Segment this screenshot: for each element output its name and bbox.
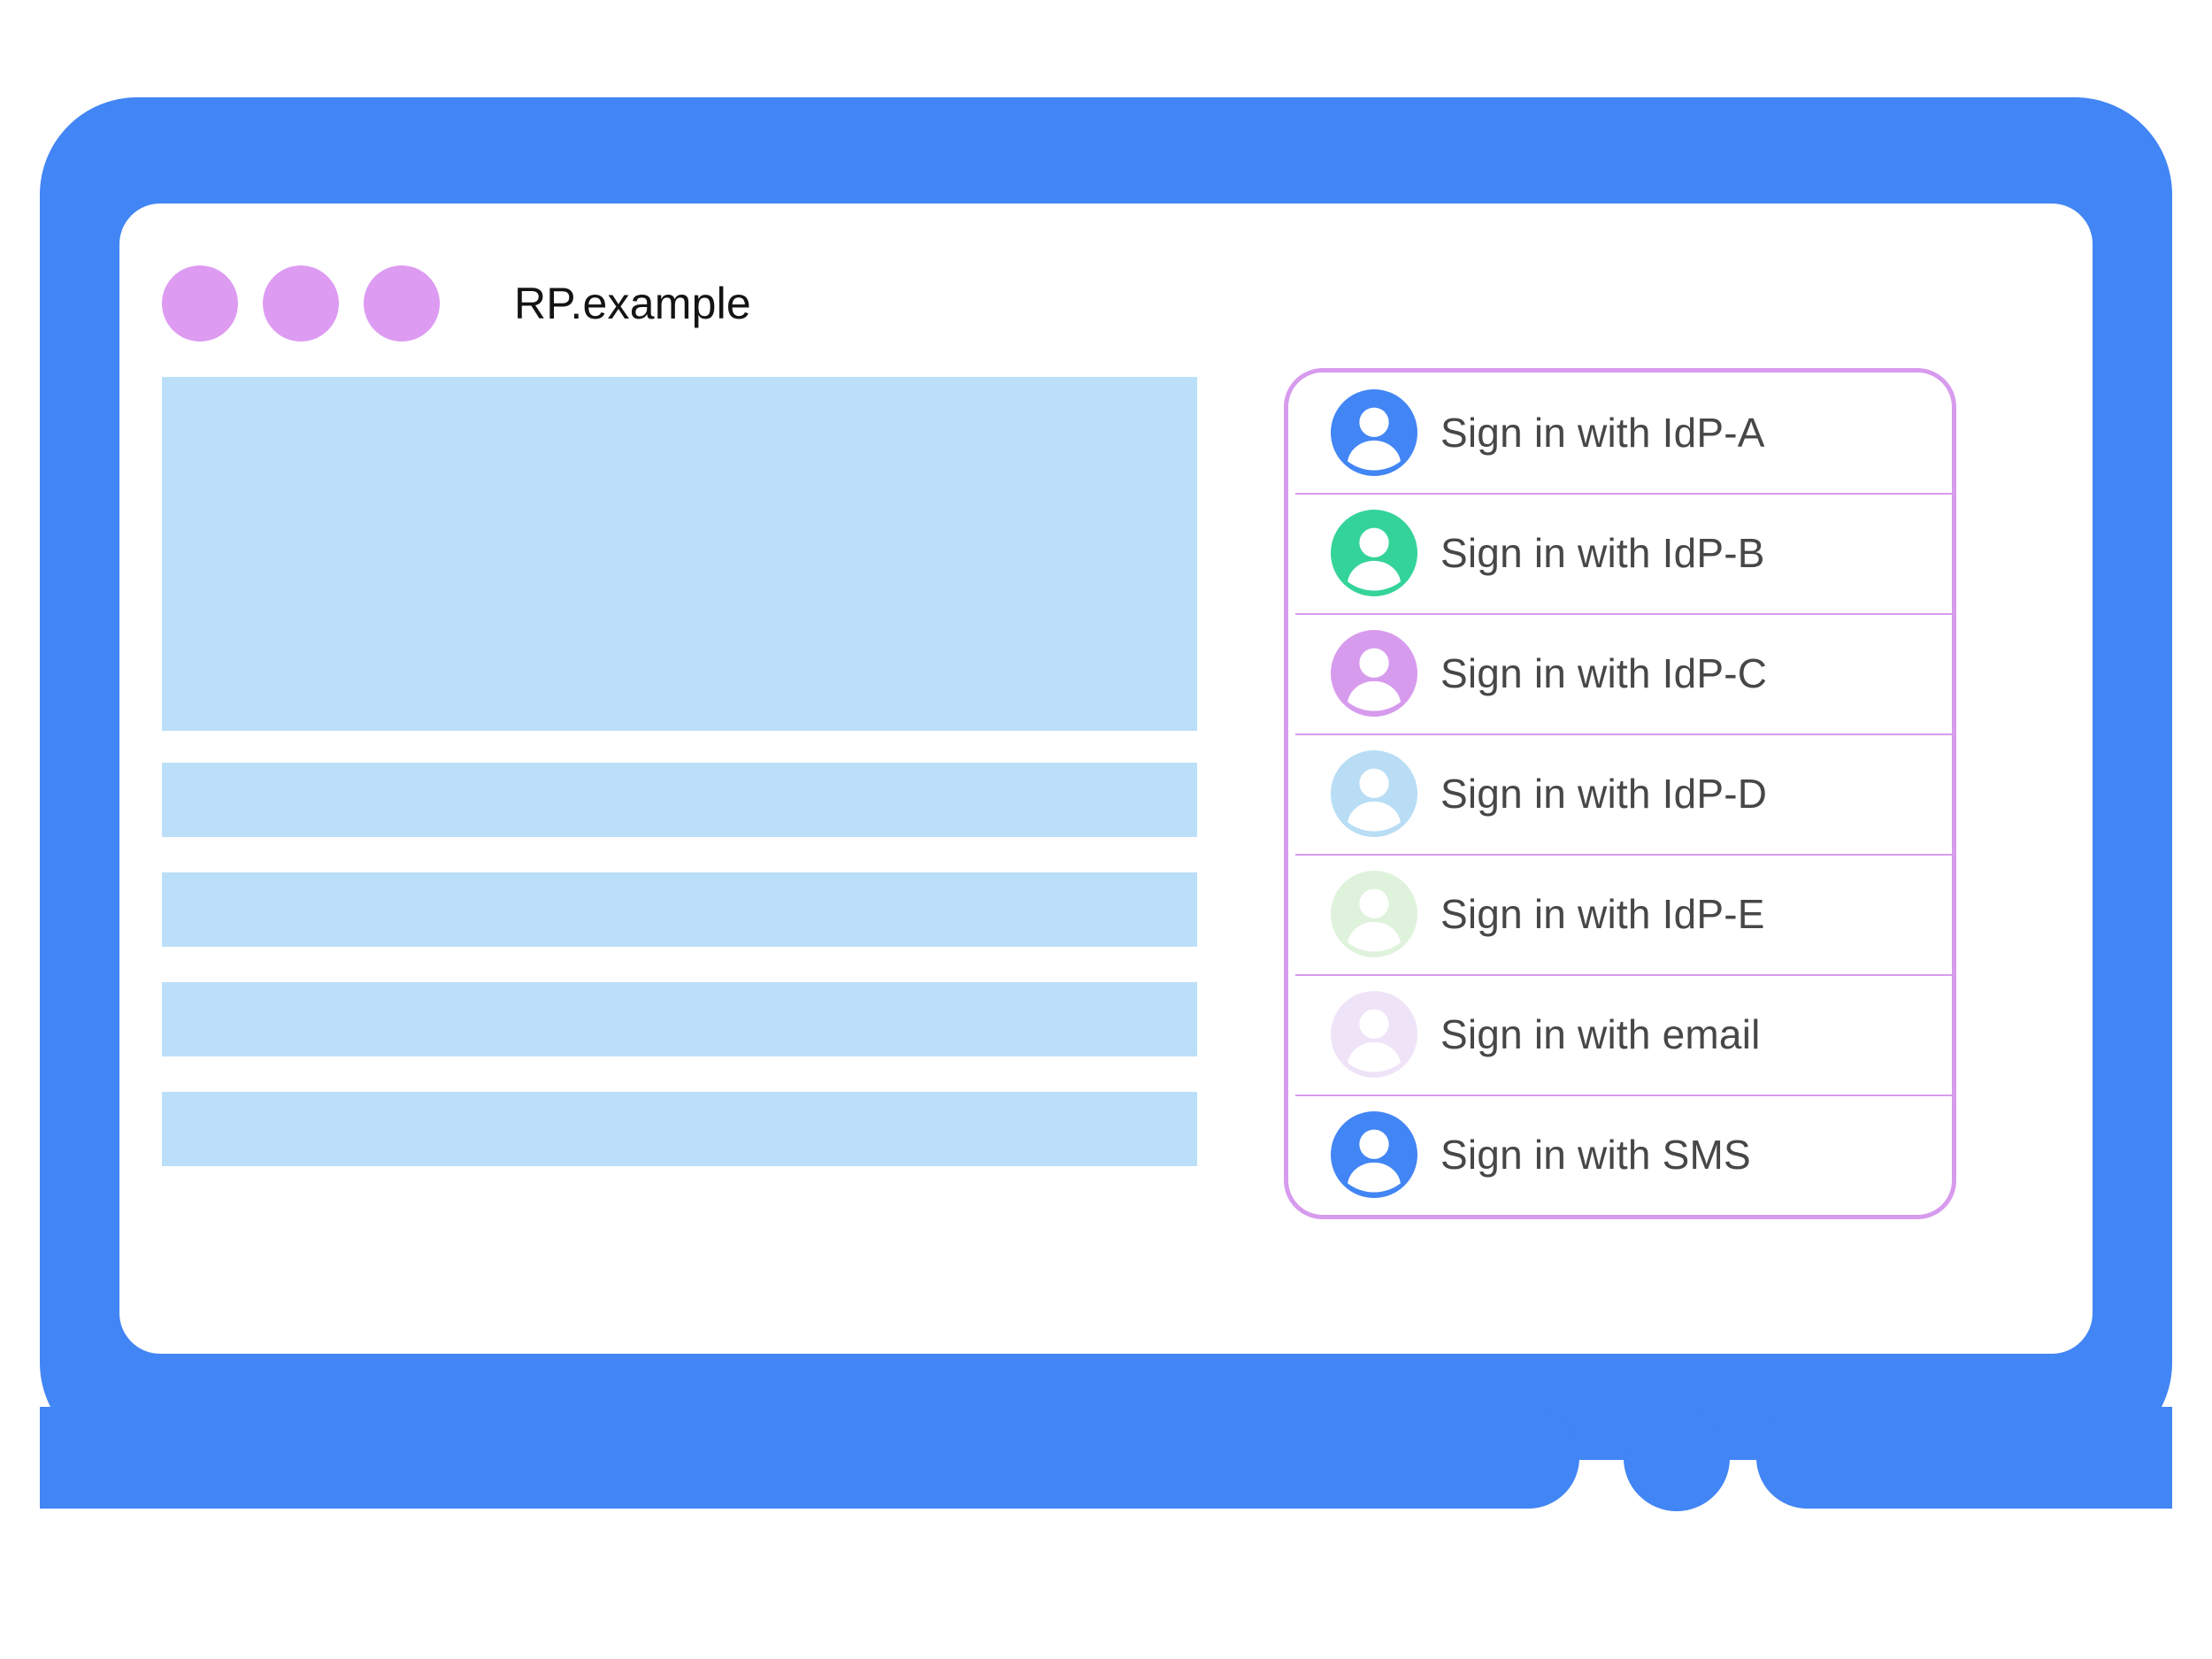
signin-option-label: Sign in with IdP-E <box>1440 891 1765 937</box>
account-avatar-icon <box>1331 871 1417 957</box>
page-title: RP.example <box>514 279 751 328</box>
signin-option-label: Sign in with IdP-A <box>1440 410 1765 456</box>
signin-option-7[interactable]: Sign in with SMS <box>1288 1094 1952 1215</box>
text-placeholder-2 <box>162 872 1197 947</box>
signin-option-6[interactable]: Sign in with email <box>1288 974 1952 1094</box>
window-dot-3[interactable] <box>364 265 440 342</box>
text-placeholder-4 <box>162 1092 1197 1166</box>
browser-titlebar: RP.example <box>162 265 751 342</box>
signin-option-label: Sign in with IdP-C <box>1440 650 1768 696</box>
account-avatar-icon <box>1331 389 1417 476</box>
signin-options-list: Sign in with IdP-A Sign in with IdP-B Sign… <box>1288 373 1952 1215</box>
signin-dialog: Sign in with IdP-A Sign in with IdP-B Sign… <box>1284 368 1956 1219</box>
window-dot-1[interactable] <box>162 265 238 342</box>
signin-option-label: Sign in with SMS <box>1440 1132 1751 1178</box>
signin-option-5[interactable]: Sign in with IdP-E <box>1288 854 1952 974</box>
account-avatar-icon <box>1331 991 1417 1078</box>
page-content-placeholder <box>162 377 1197 1166</box>
signin-option-4[interactable]: Sign in with IdP-D <box>1288 733 1952 854</box>
text-placeholder-1 <box>162 763 1197 837</box>
account-avatar-icon <box>1331 750 1417 837</box>
signin-option-label: Sign in with email <box>1440 1011 1761 1057</box>
account-avatar-icon <box>1331 630 1417 717</box>
signin-option-2[interactable]: Sign in with IdP-B <box>1288 493 1952 613</box>
hero-placeholder <box>162 377 1197 731</box>
window-dot-2[interactable] <box>263 265 339 342</box>
signin-option-1[interactable]: Sign in with IdP-A <box>1288 373 1952 493</box>
signin-option-3[interactable]: Sign in with IdP-C <box>1288 613 1952 733</box>
device-chin-left <box>40 1407 1579 1509</box>
text-placeholder-3 <box>162 982 1197 1056</box>
signin-option-label: Sign in with IdP-B <box>1440 530 1765 576</box>
account-avatar-icon <box>1331 1111 1417 1198</box>
account-avatar-icon <box>1331 510 1417 596</box>
device-chin-right <box>1756 1407 2172 1509</box>
home-button[interactable] <box>1624 1405 1730 1511</box>
signin-option-label: Sign in with IdP-D <box>1440 771 1768 817</box>
